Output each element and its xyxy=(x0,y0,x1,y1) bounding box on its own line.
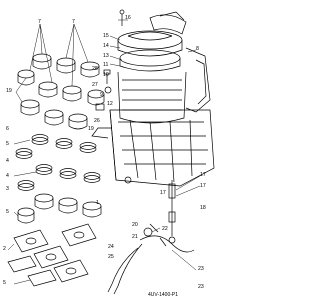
intake-joints-upper xyxy=(17,53,105,130)
callout-label: 5 xyxy=(6,209,9,215)
callout-label: 24 xyxy=(108,244,114,250)
callout-label: 27 xyxy=(92,82,98,88)
callout-label: 6 xyxy=(6,126,9,132)
intake-clamps xyxy=(15,134,101,191)
callout-label: 28 xyxy=(92,66,98,72)
callout-label: 3 xyxy=(6,186,9,192)
callout-label: 23 xyxy=(198,284,204,290)
callout-label: 17 xyxy=(160,190,166,196)
air-filter-case-assembly xyxy=(91,11,215,187)
callout-label: 17 xyxy=(200,183,206,189)
callout-label: 4 xyxy=(6,173,9,179)
air-intake-exploded-drawing xyxy=(7,9,215,295)
sheet-reference: 4UV-1400-P1 xyxy=(148,292,179,298)
callout-label: 16 xyxy=(125,15,131,21)
callout-label: 5 xyxy=(6,141,9,147)
callout-label: 1 xyxy=(96,200,99,206)
parts-diagram: 16 15 14 13 11 10 9 12 8 7 7 28 27 19 19… xyxy=(3,9,215,298)
small-hardware xyxy=(95,9,132,184)
callout-label: 20 xyxy=(132,222,138,228)
callout-label: 14 xyxy=(103,43,109,49)
callout-label: 12 xyxy=(107,101,113,107)
callout-label: 18 xyxy=(200,205,206,211)
callout-label: 22 xyxy=(162,226,168,232)
callout-label: 10 xyxy=(103,72,109,78)
callout-label: 19 xyxy=(6,88,12,94)
callout-label: 7 xyxy=(72,19,75,25)
callout-label: 2 xyxy=(3,246,6,252)
callout-label: 15 xyxy=(103,33,109,39)
leader-lines xyxy=(7,19,201,285)
callout-label: 4 xyxy=(6,158,9,164)
callout-label: 9 xyxy=(100,92,103,98)
manifold-plates xyxy=(7,223,97,287)
callout-label: 21 xyxy=(132,234,138,240)
callout-label: 25 xyxy=(108,254,114,260)
callout-label: 23 xyxy=(198,266,204,272)
callout-label: 26 xyxy=(94,118,100,124)
callout-label: 11 xyxy=(103,62,109,68)
callout-label: 5 xyxy=(3,280,6,286)
callout-label: 19 xyxy=(88,126,94,132)
callout-label: 8 xyxy=(196,46,199,52)
callout-label: 13 xyxy=(103,53,109,59)
callout-label: 7 xyxy=(38,19,41,25)
carburetor-joints-lower xyxy=(17,193,102,224)
drain-hose-assembly xyxy=(107,180,195,295)
callout-label: 17 xyxy=(200,172,206,178)
